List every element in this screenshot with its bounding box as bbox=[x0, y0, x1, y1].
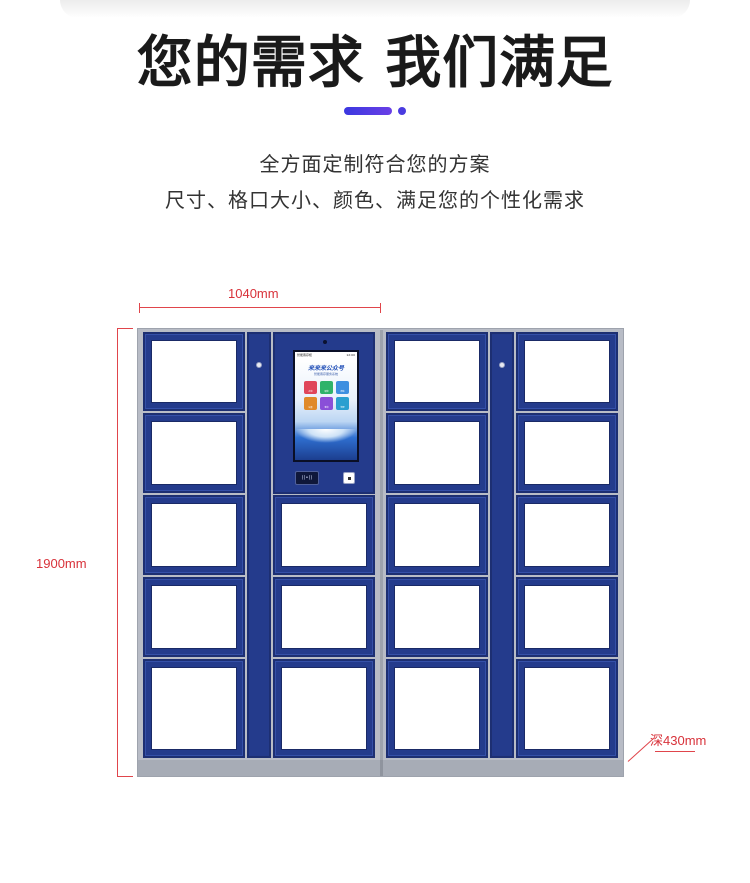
locker-door[interactable] bbox=[386, 332, 488, 411]
cabinet-pillar bbox=[247, 332, 271, 758]
tile-label: 取物 bbox=[324, 391, 329, 393]
locker-window bbox=[151, 667, 237, 750]
screen-title: 来来来公众号 bbox=[307, 365, 344, 372]
locker-door[interactable] bbox=[143, 495, 245, 575]
locker-door[interactable] bbox=[386, 495, 488, 575]
locker-door[interactable] bbox=[143, 332, 245, 411]
depth-dimension-diagonal bbox=[627, 737, 656, 762]
locker-door[interactable] bbox=[516, 413, 618, 493]
locker-door[interactable] bbox=[386, 659, 488, 758]
screen-content: 来来来公众号 智能寄存服务系统 存物 取物 帮助 设置 查询 管理 bbox=[295, 359, 357, 460]
tile-label: 帮助 bbox=[340, 391, 345, 393]
qr-scanner[interactable] bbox=[343, 472, 355, 484]
locker-window bbox=[151, 340, 237, 403]
locker-door[interactable] bbox=[386, 413, 488, 493]
touch-screen[interactable]: 智能寄存柜 12:00 来来来公众号 智能寄存服务系统 存物 取物 帮助 设置 … bbox=[293, 350, 359, 462]
accent-bar bbox=[344, 107, 392, 115]
tile-label: 查询 bbox=[324, 407, 329, 409]
locker-door[interactable] bbox=[273, 577, 375, 657]
accent-dot bbox=[398, 107, 406, 115]
locker-window bbox=[394, 340, 480, 403]
depth-dimension-line bbox=[655, 751, 695, 752]
locker-door[interactable] bbox=[273, 659, 375, 758]
locker-window bbox=[394, 667, 480, 750]
screen-tile-help[interactable]: 帮助 bbox=[336, 381, 349, 394]
locker-door[interactable] bbox=[516, 577, 618, 657]
tile-label: 设置 bbox=[308, 407, 313, 409]
depth-dimension-label: 深430mm bbox=[650, 733, 707, 748]
card-reader[interactable]: ((•)) bbox=[295, 471, 319, 485]
locker-door[interactable] bbox=[516, 332, 618, 411]
tile-label: 存物 bbox=[308, 391, 313, 393]
nfc-icon: ((•)) bbox=[301, 475, 313, 481]
locker-window bbox=[524, 585, 610, 649]
top-shadow-decoration bbox=[60, 0, 690, 18]
camera-icon bbox=[323, 340, 327, 344]
locker-window bbox=[524, 503, 610, 567]
cabinet-base-seam bbox=[380, 760, 383, 776]
screen-subtitle: 智能寄存服务系统 bbox=[313, 372, 338, 376]
height-dimension-line bbox=[117, 328, 118, 776]
height-dimension-tick-bottom bbox=[117, 776, 133, 777]
locker-door[interactable] bbox=[516, 495, 618, 575]
locker-door[interactable] bbox=[143, 413, 245, 493]
locker-window bbox=[151, 503, 237, 567]
locker-door[interactable] bbox=[143, 659, 245, 758]
height-dimension-tick-top bbox=[117, 328, 133, 329]
height-dimension-label: 1900mm bbox=[36, 556, 87, 571]
locker-door[interactable] bbox=[386, 577, 488, 657]
locker-window bbox=[524, 340, 610, 403]
subtitle-line-2: 尺寸、格口大小、颜色、满足您的个性化需求 bbox=[165, 188, 585, 212]
locker-window bbox=[524, 667, 610, 750]
sensor-light bbox=[499, 362, 505, 368]
locker-door[interactable] bbox=[516, 659, 618, 758]
sensor-light bbox=[256, 362, 262, 368]
locker-window bbox=[281, 667, 367, 750]
width-dimension-tick-left bbox=[139, 303, 140, 313]
screen-tile-store[interactable]: 存物 bbox=[304, 381, 317, 394]
screen-status-bar: 智能寄存柜 12:00 bbox=[295, 352, 357, 359]
width-dimension-line bbox=[139, 307, 380, 308]
locker-window bbox=[151, 585, 237, 649]
subtitle-line-1: 全方面定制符合您的方案 bbox=[259, 152, 491, 176]
screen-tile-settings[interactable]: 设置 bbox=[304, 397, 317, 410]
locker-window bbox=[281, 585, 367, 649]
screen-tile-query[interactable]: 查询 bbox=[320, 397, 333, 410]
control-panel: 智能寄存柜 12:00 来来来公众号 智能寄存服务系统 存物 取物 帮助 设置 … bbox=[273, 332, 375, 494]
screen-tile-manage[interactable]: 管理 bbox=[336, 397, 349, 410]
width-dimension-tick-right bbox=[380, 303, 381, 313]
locker-window bbox=[394, 503, 480, 567]
locker-door[interactable] bbox=[273, 495, 375, 575]
page-headline: 您的需求 我们满足 bbox=[136, 31, 614, 96]
locker-window bbox=[281, 503, 367, 567]
scanner-lens-icon bbox=[348, 477, 351, 480]
screen-status-text: 智能寄存柜 bbox=[297, 353, 313, 357]
locker-window bbox=[524, 421, 610, 485]
locker-window bbox=[394, 585, 480, 649]
locker-door[interactable] bbox=[143, 577, 245, 657]
screen-time: 12:00 bbox=[346, 353, 355, 357]
screen-tile-pickup[interactable]: 取物 bbox=[320, 381, 333, 394]
locker-window bbox=[151, 421, 237, 485]
cabinet-pillar bbox=[490, 332, 514, 758]
width-dimension-label: 1040mm bbox=[228, 286, 279, 301]
screen-wave-graphic bbox=[295, 429, 357, 443]
locker-window bbox=[394, 421, 480, 485]
tile-label: 管理 bbox=[340, 407, 345, 409]
cabinet-seam bbox=[380, 330, 383, 776]
